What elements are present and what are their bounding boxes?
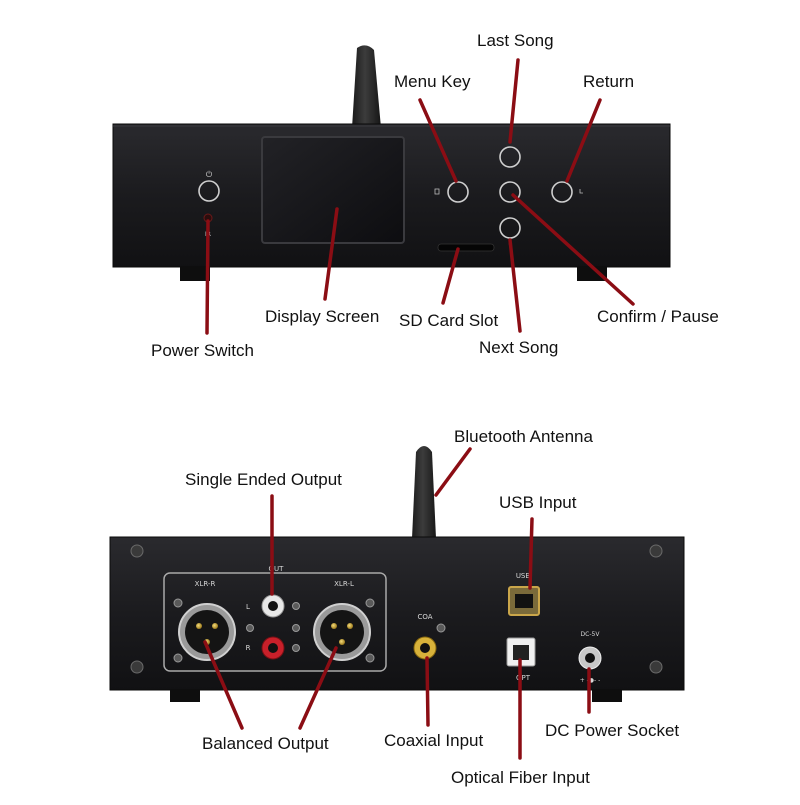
usb-input-port[interactable] — [508, 586, 540, 616]
dc-power-jack[interactable] — [578, 646, 602, 670]
plate-screws — [246, 602, 300, 652]
callout-usb-input: USB Input — [499, 493, 577, 512]
usb-mark: USB — [516, 572, 531, 580]
rca-left-output[interactable] — [261, 594, 285, 618]
rca-right-output[interactable] — [261, 636, 285, 660]
callout-coaxial-input: Coaxial Input — [384, 731, 484, 750]
front-foot-left — [180, 267, 210, 281]
output-plate — [163, 572, 387, 672]
opt-mark: OPT — [516, 674, 531, 682]
power-button[interactable]: ⏻ — [198, 170, 220, 202]
callout-return: Return — [583, 72, 635, 91]
xlr-r-mark: XLR-R — [195, 580, 216, 588]
rear-foot-right — [592, 690, 622, 702]
confirm-pause-button[interactable] — [499, 181, 521, 203]
sd-card-slot[interactable] — [437, 243, 495, 252]
coaxial-input-jack[interactable] — [413, 623, 446, 660]
callout-bluetooth-antenna: Bluetooth Antenna — [454, 427, 593, 446]
xlr-l-mark: XLR-L — [334, 580, 354, 588]
front-panel: ⏻ IR — [112, 45, 671, 281]
callout-next-song: Next Song — [479, 338, 559, 357]
coa-mark: COA — [417, 613, 432, 621]
callout-dc-power-socket: DC Power Socket — [545, 721, 680, 740]
callout-menu-key: Menu Key — [394, 72, 471, 91]
out-mark: OUT — [269, 565, 285, 573]
xlr-r-connector[interactable] — [173, 598, 236, 663]
xlr-l-connector[interactable] — [313, 598, 375, 663]
rear-panel: OUT XLR-R XLR-L L R — [109, 446, 685, 702]
leader-lines — [203, 58, 635, 760]
callout-balanced-output: Balanced Output — [202, 734, 329, 753]
corner-screws — [130, 544, 663, 674]
callout-display-screen: Display Screen — [265, 307, 380, 326]
callout-optical-fiber-input: Optical Fiber Input — [451, 768, 590, 787]
dc-mark: DC-5V — [581, 631, 601, 638]
return-button[interactable] — [551, 181, 583, 203]
front-foot-right — [577, 267, 607, 281]
left-mark: L — [246, 603, 250, 611]
rear-foot-left — [170, 690, 200, 702]
menu-key-button[interactable] — [434, 181, 469, 203]
front-antenna — [352, 45, 381, 128]
right-mark: R — [246, 644, 251, 652]
callout-confirm-pause: Confirm / Pause — [597, 307, 719, 326]
callout-sd-card-slot: SD Card Slot — [399, 311, 499, 330]
callout-single-ended-output: Single Ended Output — [185, 470, 342, 489]
svg-text:⏻: ⏻ — [206, 170, 213, 179]
callout-power-switch: Power Switch — [151, 341, 254, 360]
callout-last-song: Last Song — [477, 31, 554, 50]
